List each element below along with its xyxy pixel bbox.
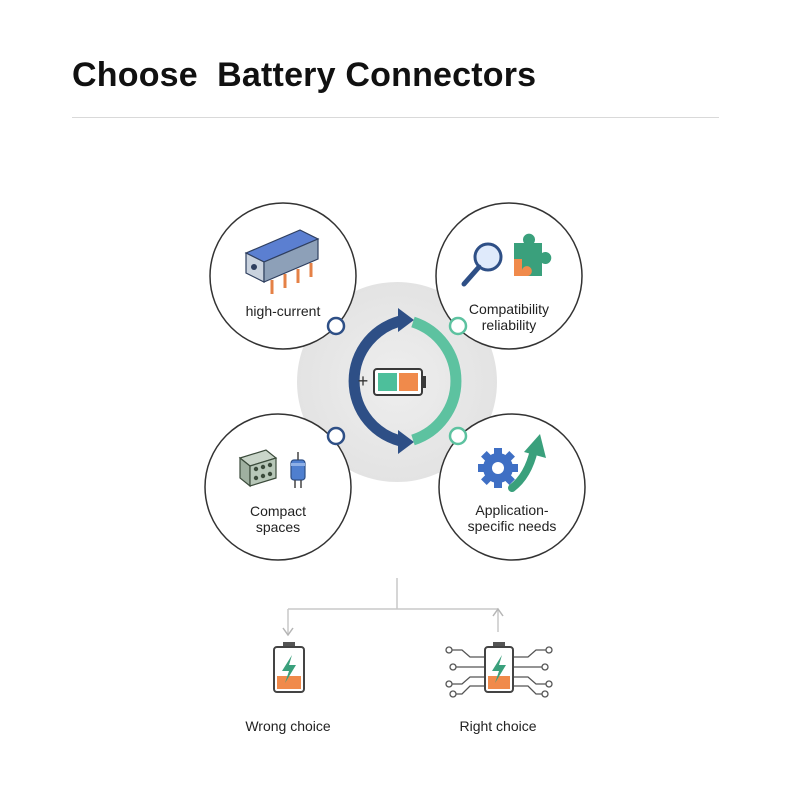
node-label-high-current: high-current — [245, 303, 321, 319]
gear-icon — [478, 448, 518, 488]
up-arrow-icon — [508, 434, 546, 492]
node-label-compact-line2: spaces — [255, 519, 301, 535]
node-label-compact-line1: Compact — [249, 503, 307, 519]
connector-dot-tl — [326, 316, 346, 336]
node-label-compact: Compact spaces — [213, 503, 343, 535]
node-high-current — [209, 202, 357, 350]
outcome-branch-lines — [282, 578, 504, 637]
page-title: Choose Battery Connectors — [72, 56, 537, 94]
node-compact-spaces — [204, 413, 352, 561]
connector-dot-tr — [448, 316, 468, 336]
node-label-application-line1: Application- — [475, 502, 549, 518]
node-label-application-line2: specific needs — [467, 518, 557, 534]
low-battery-icon — [273, 642, 305, 693]
connector-dot-br — [448, 426, 468, 446]
node-compatibility — [435, 202, 583, 350]
cycle-arrows — [348, 308, 462, 454]
node-label-compatibility: Compatibility reliability — [449, 301, 569, 333]
connector-dot-bl — [326, 426, 346, 446]
plus-sign: + — [358, 371, 369, 391]
battery-icon — [373, 368, 426, 396]
mini-connector-icon — [238, 449, 278, 488]
magnifier-icon — [461, 242, 503, 287]
connector-block-icon — [244, 229, 320, 294]
node-label-compatibility-line1: Compatibility — [468, 301, 550, 317]
title-divider — [72, 117, 719, 118]
node-label-application: Application- specific needs — [447, 502, 577, 534]
puzzle-piece-icon — [514, 233, 552, 276]
wrong-choice-label: Wrong choice — [245, 718, 331, 734]
node-label-compatibility-line2: reliability — [481, 317, 537, 333]
right-choice-label: Right choice — [459, 718, 537, 734]
capacitor-icon — [290, 452, 306, 488]
smart-battery-icon — [445, 642, 553, 698]
